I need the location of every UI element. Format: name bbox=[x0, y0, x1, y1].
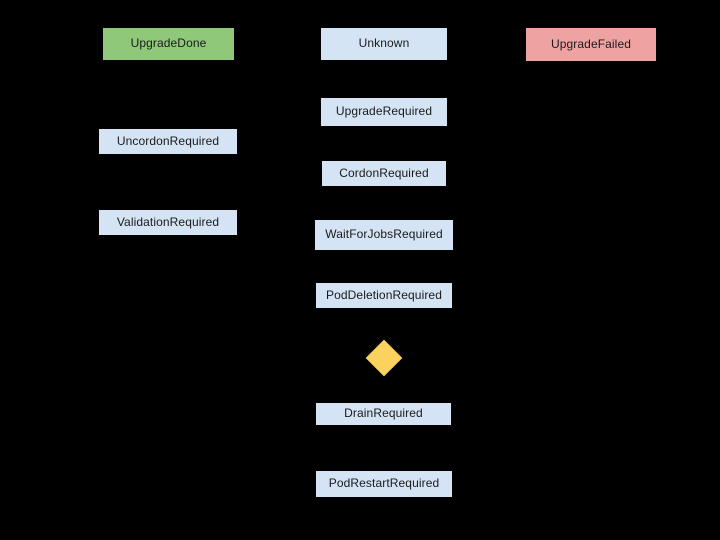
node-label: UpgradeFailed bbox=[550, 36, 631, 51]
node-validation-required[interactable]: ValidationRequired bbox=[99, 210, 237, 235]
decision-diamond-node[interactable] bbox=[365, 339, 403, 377]
node-label: CordonRequired bbox=[339, 165, 429, 180]
node-drain-required[interactable]: DrainRequired bbox=[316, 403, 451, 425]
node-label: WaitForJobsRequired bbox=[325, 227, 443, 242]
node-uncordon-required[interactable]: UncordonRequired bbox=[99, 129, 237, 154]
node-pod-deletion-required[interactable]: PodDeletionRequired bbox=[316, 283, 452, 308]
node-label: ValidationRequired bbox=[116, 214, 220, 229]
node-label: DrainRequired bbox=[344, 406, 423, 421]
node-upgrade-done[interactable]: UpgradeDone bbox=[103, 28, 234, 60]
node-pod-restart-required[interactable]: PodRestartRequired bbox=[316, 471, 452, 497]
node-label: UncordonRequired bbox=[116, 133, 220, 148]
node-label: UpgradeDone bbox=[130, 36, 207, 51]
node-label: PodDeletionRequired bbox=[326, 287, 442, 302]
node-cordon-required[interactable]: CordonRequired bbox=[322, 161, 446, 186]
node-label: Unknown bbox=[358, 36, 410, 51]
node-upgrade-required[interactable]: UpgradeRequired bbox=[321, 98, 447, 126]
node-label: UpgradeRequired bbox=[335, 104, 433, 119]
node-unknown[interactable]: Unknown bbox=[321, 28, 447, 60]
node-label: PodRestartRequired bbox=[328, 476, 440, 491]
node-wait-for-jobs-required[interactable]: WaitForJobsRequired bbox=[315, 220, 453, 250]
diamond-fill bbox=[365, 339, 403, 377]
node-upgrade-failed[interactable]: UpgradeFailed bbox=[526, 28, 656, 61]
